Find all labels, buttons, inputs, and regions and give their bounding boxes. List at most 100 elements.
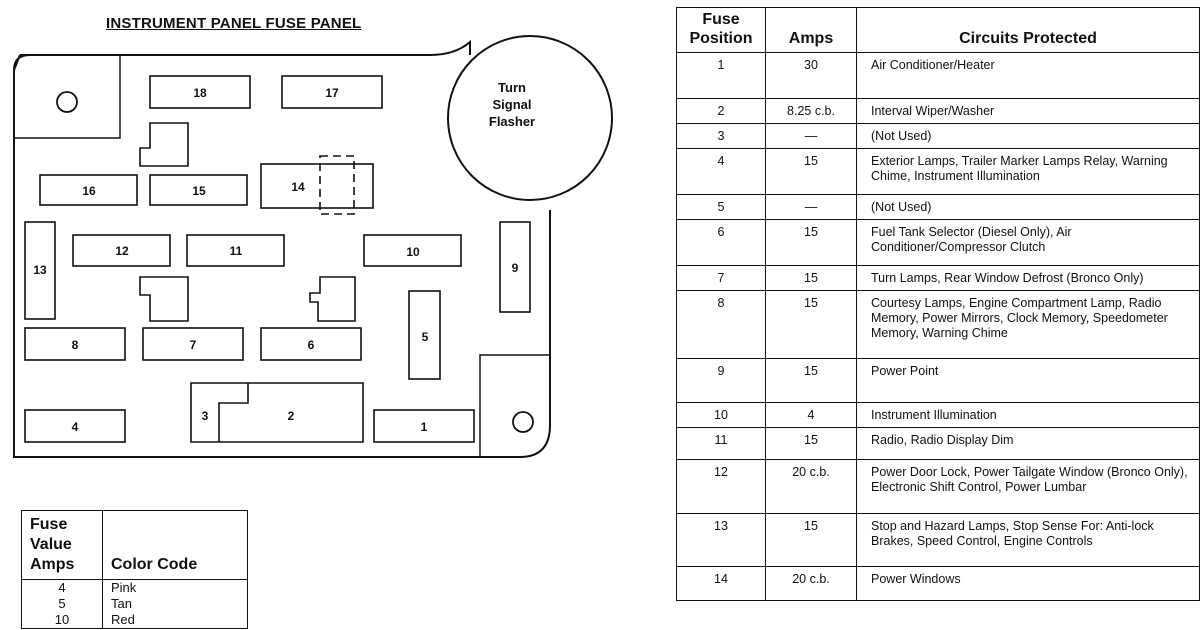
turn-signal-flasher bbox=[447, 35, 613, 201]
fuse-position-cell: 10 bbox=[676, 402, 766, 428]
mounting-hole-bottom-right bbox=[512, 411, 534, 433]
circuits-cell: Radio, Radio Display Dim bbox=[856, 427, 1200, 460]
fuse-18 bbox=[149, 75, 251, 109]
header-fuse-position: Fuse Position bbox=[676, 7, 766, 53]
diagram-title: INSTRUMENT PANEL FUSE PANEL bbox=[106, 15, 362, 32]
amps-cell: 4 bbox=[765, 402, 857, 428]
fuse-label-11: 11 bbox=[230, 244, 243, 258]
amps-cell: 30 bbox=[765, 52, 857, 99]
fuse-label-18: 18 bbox=[193, 86, 207, 100]
color-table-header-color: Color Code bbox=[102, 510, 248, 580]
circuits-cell: Power Door Lock, Power Tailgate Window (… bbox=[856, 459, 1200, 514]
fuse-10 bbox=[363, 234, 462, 267]
color-table-amps: 5 bbox=[21, 596, 103, 612]
amps-cell: 15 bbox=[765, 265, 857, 291]
fuse-label-5: 5 bbox=[422, 330, 429, 344]
fuse-17 bbox=[281, 75, 383, 109]
fuse-1 bbox=[373, 409, 475, 443]
color-table-amps: 4 bbox=[21, 579, 103, 596]
fuse-14 bbox=[260, 163, 374, 209]
amps-cell: 15 bbox=[765, 219, 857, 266]
circuits-cell: Fuel Tank Selector (Diesel Only), Air Co… bbox=[856, 219, 1200, 266]
fuse-label-7: 7 bbox=[190, 338, 197, 352]
fuse-3-divider bbox=[218, 383, 249, 442]
color-table-color: Red bbox=[111, 612, 135, 627]
amps-cell: 15 bbox=[765, 358, 857, 403]
color-table-row: 4 Pink bbox=[21, 579, 248, 596]
fuse-label-16: 16 bbox=[82, 184, 96, 198]
fuse-position-cell: 3 bbox=[676, 123, 766, 149]
fuse-label-12: 12 bbox=[115, 244, 129, 258]
mounting-hole-top-left bbox=[56, 91, 78, 113]
fuse-label-1: 1 bbox=[421, 420, 428, 434]
fuse-label-14: 14 bbox=[291, 180, 305, 194]
panel-corner-block bbox=[14, 55, 121, 139]
color-table-row: 5 Tan bbox=[21, 596, 248, 612]
circuits-cell: Power Windows bbox=[856, 566, 1200, 601]
flasher-label-line-3: Flasher bbox=[489, 114, 535, 129]
circuits-cell: (Not Used) bbox=[856, 194, 1200, 220]
color-table-color: Pink bbox=[111, 580, 137, 595]
fuse-position-cell: 7 bbox=[676, 265, 766, 291]
fuse-4 bbox=[24, 409, 126, 443]
flasher-label-line-2: Signal bbox=[492, 97, 531, 112]
panel-bottom-notch bbox=[479, 354, 550, 457]
circuits-cell: Interval Wiper/Washer bbox=[856, 98, 1200, 124]
fuse-7 bbox=[142, 327, 244, 361]
fuse-label-6: 6 bbox=[308, 338, 315, 352]
fuse-9 bbox=[499, 221, 531, 313]
fuse-position-cell: 6 bbox=[676, 219, 766, 266]
fuse-label-10: 10 bbox=[406, 245, 420, 259]
fuse-panel-diagram: 18 17 16 15 14 13 12 11 10 9 5 8 7 6 3 2… bbox=[13, 35, 613, 458]
fuse-11 bbox=[186, 234, 285, 267]
circuits-cell: Turn Lamps, Rear Window Defrost (Bronco … bbox=[856, 265, 1200, 291]
fuse-label-4: 4 bbox=[72, 420, 79, 434]
fuse-16 bbox=[39, 174, 138, 206]
amps-cell: — bbox=[765, 194, 857, 220]
fuse-position-cell: 1 bbox=[676, 52, 766, 99]
color-table-amps: 10 bbox=[21, 612, 103, 629]
fuse-label-17: 17 bbox=[325, 86, 339, 100]
amps-cell: — bbox=[765, 123, 857, 149]
fuse-position-cell: 8 bbox=[676, 290, 766, 359]
amps-cell: 15 bbox=[765, 290, 857, 359]
fuse-label-9: 9 bbox=[512, 261, 519, 275]
color-table-color: Tan bbox=[111, 596, 132, 611]
circuit-row: 5—(Not Used) bbox=[676, 194, 1200, 220]
fuse-position-cell: 9 bbox=[676, 358, 766, 403]
color-table-row: 10 Red bbox=[21, 612, 248, 629]
fuse-5 bbox=[408, 290, 441, 380]
amps-cell: 15 bbox=[765, 513, 857, 567]
fuse-slot-blank-b bbox=[139, 276, 189, 322]
fuse-label-3: 3 bbox=[202, 409, 209, 423]
fuse-position-cell: 12 bbox=[676, 459, 766, 514]
fuse-slot-blank-a bbox=[139, 122, 189, 167]
amps-cell: 8.25 c.b. bbox=[765, 98, 857, 124]
amps-cell: 15 bbox=[765, 427, 857, 460]
panel-outline bbox=[13, 39, 551, 458]
circuits-cell: (Not Used) bbox=[856, 123, 1200, 149]
fuse-label-8: 8 bbox=[72, 338, 79, 352]
circuits-cell: Stop and Hazard Lamps, Stop Sense For: A… bbox=[856, 513, 1200, 567]
fuse-3-2-block bbox=[190, 382, 364, 443]
fuse-label-13: 13 bbox=[33, 263, 47, 277]
fuse-position-cell: 14 bbox=[676, 566, 766, 601]
fuse-position-cell: 11 bbox=[676, 427, 766, 460]
fuse-position-cell: 4 bbox=[676, 148, 766, 195]
circuits-cell: Instrument Illumination bbox=[856, 402, 1200, 428]
fuse-12 bbox=[72, 234, 171, 267]
fuse-slot-blank-c bbox=[309, 276, 356, 322]
header-circuits-protected: Circuits Protected bbox=[856, 7, 1200, 53]
